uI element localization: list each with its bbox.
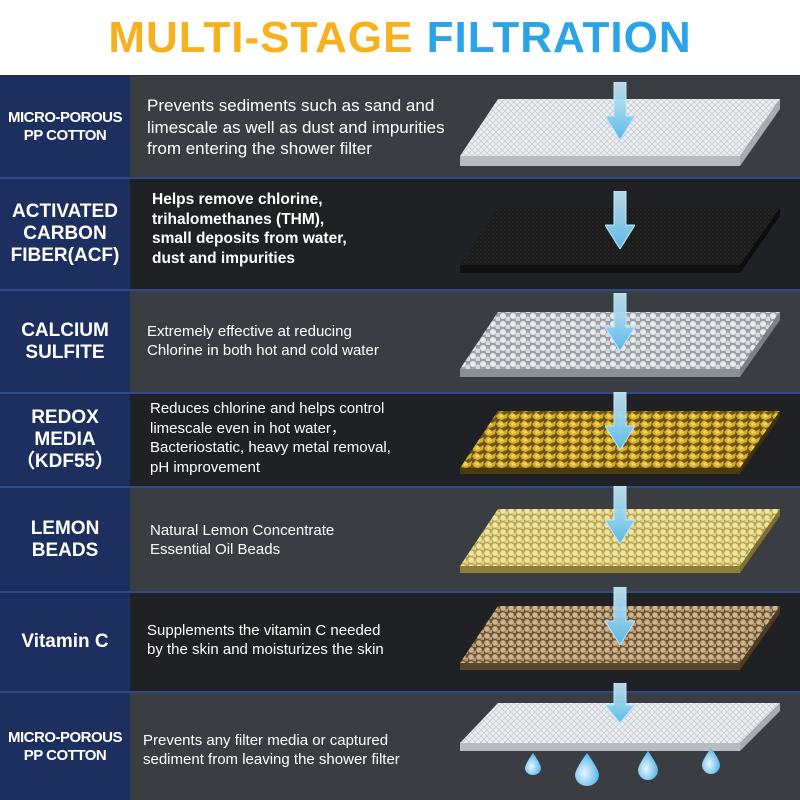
stage-row-5: LEMON BEADS Natural Lemon Concentrate Es…	[0, 486, 800, 591]
stage-description-5: Natural Lemon Concentrate Essential Oil …	[150, 522, 335, 559]
flow-arrow-icon	[605, 293, 635, 351]
stage-label-2: ACTIVATED CARBON FIBER(ACF)	[0, 179, 130, 289]
stage-content-7: Prevents any filter media or captured se…	[130, 683, 800, 800]
title-part-1: MULTI-STAGE	[108, 12, 414, 62]
title-part-2: FILTRATION	[426, 12, 692, 62]
pp-cotton-layer-2	[460, 703, 780, 751]
stage-content-3: Extremely effective at reducing Chlorine…	[130, 291, 800, 392]
flow-arrow-icon	[605, 683, 635, 723]
stage-content-4: Reduces chlorine and helps control limes…	[130, 392, 800, 486]
stage-description-6: Supplements the vitamin C needed by the …	[147, 622, 384, 659]
water-drop-icon	[702, 748, 720, 774]
stage-row-6: Vitamin C Supplements the vitamin C need…	[0, 587, 800, 691]
stage-label-4: REDOX MEDIA （KDF55）	[0, 394, 130, 486]
water-drop-icon	[575, 753, 599, 786]
stage-content-6: Supplements the vitamin C needed by the …	[130, 587, 800, 691]
row-divider	[0, 691, 800, 693]
stage-content-2: Helps remove chlorine, trihalomethanes (…	[130, 179, 800, 289]
row-divider	[0, 486, 800, 488]
water-drop-icon	[525, 753, 541, 775]
stage-description-3: Extremely effective at reducing Chlorine…	[147, 323, 379, 360]
flow-arrow-icon	[605, 486, 635, 544]
stage-description-4: Reduces chlorine and helps control limes…	[150, 400, 391, 476]
stage-content-1: Prevents sediments such as sand and lime…	[130, 76, 800, 177]
stage-row-4: REDOX MEDIA （KDF55） Reduces chlorine and…	[0, 392, 800, 486]
stage-row-1: MICRO-POROUS PP COTTON Prevents sediment…	[0, 76, 800, 177]
stage-description-7: Prevents any filter media or captured se…	[143, 732, 400, 769]
stage-description-2: Helps remove chlorine, trihalomethanes (…	[152, 191, 347, 268]
flow-arrow-icon	[605, 392, 635, 450]
stage-label-3: CALCIUM SULFITE	[0, 291, 130, 392]
row-divider	[0, 289, 800, 291]
stage-content-5: Natural Lemon Concentrate Essential Oil …	[130, 486, 800, 591]
page-title: MULTI-STAGE FILTRATION	[108, 13, 691, 63]
row-divider	[0, 591, 800, 593]
stage-description-1: Prevents sediments such as sand and lime…	[147, 96, 445, 159]
stage-label-7: MICRO-POROUS PP COTTON	[0, 693, 130, 800]
stage-label-1: MICRO-POROUS PP COTTON	[0, 76, 130, 177]
stage-row-2: ACTIVATED CARBON FIBER(ACF) Helps remove…	[0, 179, 800, 289]
flow-arrow-icon	[605, 587, 635, 645]
row-divider	[0, 177, 800, 179]
stage-row-3: CALCIUM SULFITE Extremely effective at r…	[0, 291, 800, 392]
water-drop-icon	[638, 751, 658, 780]
stage-label-5: LEMON BEADS	[0, 488, 130, 591]
header: MULTI-STAGE FILTRATION	[0, 0, 800, 75]
flow-arrow-icon	[605, 191, 635, 249]
stage-label-6: Vitamin C	[0, 593, 130, 691]
flow-arrow-icon	[605, 82, 635, 140]
row-divider	[0, 392, 800, 394]
stage-row-7: MICRO-POROUS PP COTTON Prevents any filt…	[0, 683, 800, 800]
